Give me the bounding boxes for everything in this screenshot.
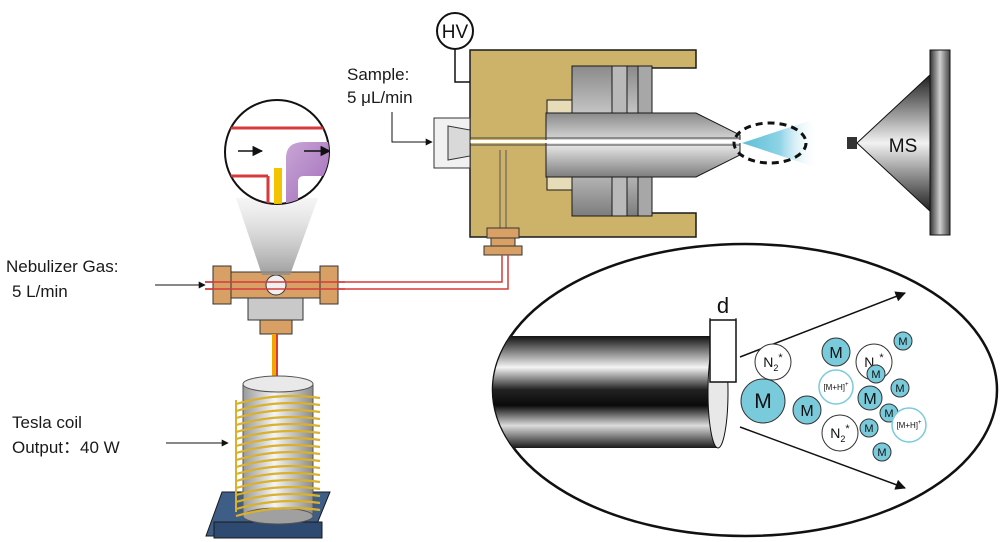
ion-label: M: [863, 391, 876, 408]
coil-turn: [235, 429, 321, 441]
tee-fitting: [205, 265, 345, 335]
focus-ellipse: [732, 121, 808, 165]
ion-circle: [891, 407, 927, 443]
coil-turn: [235, 443, 321, 455]
ion-n2-excited: N2*: [754, 343, 792, 381]
ion-circle: [818, 369, 854, 405]
nebulizer-label-line1: Nebulizer Gas:: [6, 257, 118, 276]
tesla-label-line2: Output：40 W: [12, 438, 120, 457]
ion-circle: [866, 364, 886, 384]
ion-label: N2*: [830, 423, 850, 444]
ion-circle: [821, 337, 851, 367]
ion-analyte: M: [792, 395, 822, 425]
sample-arrow: [391, 112, 433, 146]
discharge-needle: [272, 334, 278, 380]
tesla-label: Tesla coil Output：40 W: [12, 413, 229, 457]
coil-turn: [235, 471, 321, 483]
nebulizer-label-line2: 5 L/min: [12, 282, 68, 301]
ion-label: M: [800, 403, 813, 420]
ion-circle: [754, 343, 792, 381]
spray-plume: [732, 118, 818, 168]
ion-analyte: M: [872, 442, 892, 462]
ion-analyte: M: [866, 364, 886, 384]
ion-circle: [872, 442, 892, 462]
ion-analyte: M: [821, 337, 851, 367]
ion-label: M: [884, 408, 893, 420]
coil-turn: [235, 450, 321, 462]
ion-circle: [857, 385, 883, 411]
coil-windings: [235, 394, 321, 518]
ion-analyte: M: [893, 331, 913, 351]
ms-inlet: MS: [847, 49, 951, 236]
coil-turn: [235, 394, 321, 406]
ion-label: M: [877, 447, 886, 459]
ion-analyte: M: [857, 385, 883, 411]
coil-turn: [235, 422, 321, 434]
ion-n2-excited: N2*: [821, 414, 859, 452]
ion-label: N2*: [763, 352, 783, 373]
gap-d-label: d: [717, 293, 729, 318]
sample-label: Sample: 5 μL/min: [347, 65, 433, 146]
hv-label: HV: [442, 22, 469, 43]
ion-label: M: [829, 345, 842, 362]
tesla-label-line1: Tesla coil: [12, 413, 82, 432]
magnifier-inset: [224, 99, 330, 205]
ion-label: [M+H]+: [896, 420, 922, 430]
ion-analyte: M: [890, 378, 910, 398]
ion-circle: [821, 414, 859, 452]
coil-turn: [235, 415, 321, 427]
coil-turn: [235, 464, 321, 476]
needle-body: [493, 336, 718, 448]
coil-turn: [235, 492, 321, 504]
ion-label: M: [871, 369, 880, 381]
ms-label: MS: [889, 136, 918, 157]
coil-turn: [235, 478, 321, 490]
coil-turn: [235, 401, 321, 413]
ion-source-body: [469, 49, 745, 256]
tesla-coil: [205, 375, 331, 539]
ion-circle: [859, 418, 879, 438]
sample-label-line1: Sample:: [347, 65, 409, 84]
ion-protonated: [M+H]+: [891, 407, 927, 443]
ion-circle: [893, 331, 913, 351]
sample-inlet-fitting: [433, 117, 471, 169]
ion-protonated: [M+H]+: [818, 369, 854, 405]
coil-turn: [235, 499, 321, 511]
ion-analyte: M: [740, 378, 786, 424]
coil-turn: [235, 436, 321, 448]
ion-label: [M+H]+: [823, 382, 849, 392]
ion-analyte: M: [859, 418, 879, 438]
coil-turn: [235, 408, 321, 420]
ion-label: M: [754, 390, 772, 413]
ion-label: M: [864, 423, 873, 435]
coil-turn: [235, 485, 321, 497]
ion-circle: [740, 378, 786, 424]
nebulizer-label: Nebulizer Gas: 5 L/min: [6, 257, 206, 301]
hv-supply[interactable]: HV: [436, 12, 474, 83]
ion-label: M: [895, 383, 904, 395]
bottom-fitting: [483, 227, 523, 256]
ion-circle: [792, 395, 822, 425]
ion-circle: [890, 378, 910, 398]
coil-turn: [235, 457, 321, 469]
coil-turn: [235, 506, 321, 518]
sample-label-line2: 5 μL/min: [347, 88, 413, 107]
magnifier-beam: [236, 198, 318, 275]
ion-label: M: [898, 336, 907, 348]
